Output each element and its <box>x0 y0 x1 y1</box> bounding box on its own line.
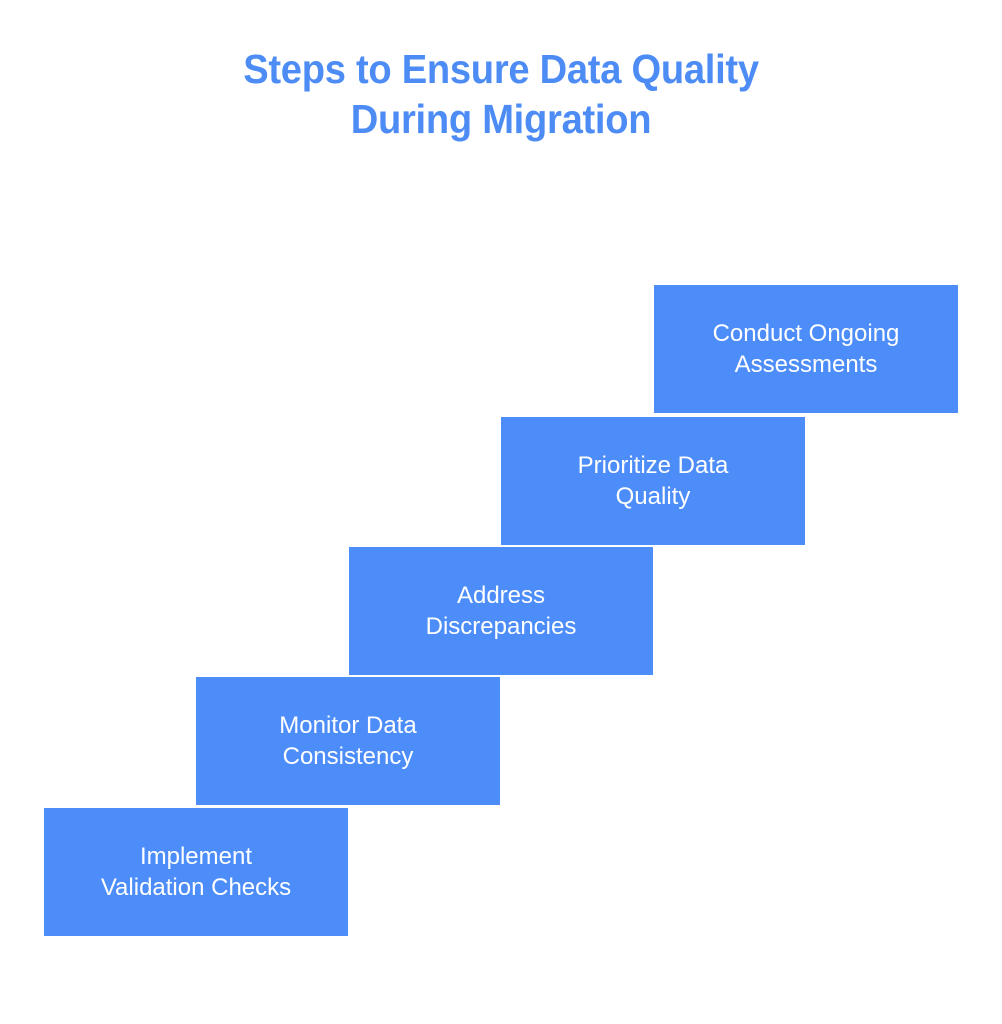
step-label-2: Monitor Data Consistency <box>279 712 417 770</box>
step-box-5: Conduct Ongoing Assessments <box>654 285 958 413</box>
step-label-5: Conduct Ongoing Assessments <box>712 320 900 378</box>
step-box-1: Implement Validation Checks <box>44 808 348 936</box>
step-label-4: Prioritize Data Quality <box>577 452 729 510</box>
step-box-3: Address Discrepancies <box>349 547 653 675</box>
step-label-1: Implement Validation Checks <box>100 843 292 901</box>
step-label-3: Address Discrepancies <box>425 582 577 640</box>
step-box-2: Monitor Data Consistency <box>196 677 500 805</box>
page-title: Steps to Ensure Data Quality During Migr… <box>243 46 759 142</box>
step-box-4: Prioritize Data Quality <box>501 417 805 545</box>
